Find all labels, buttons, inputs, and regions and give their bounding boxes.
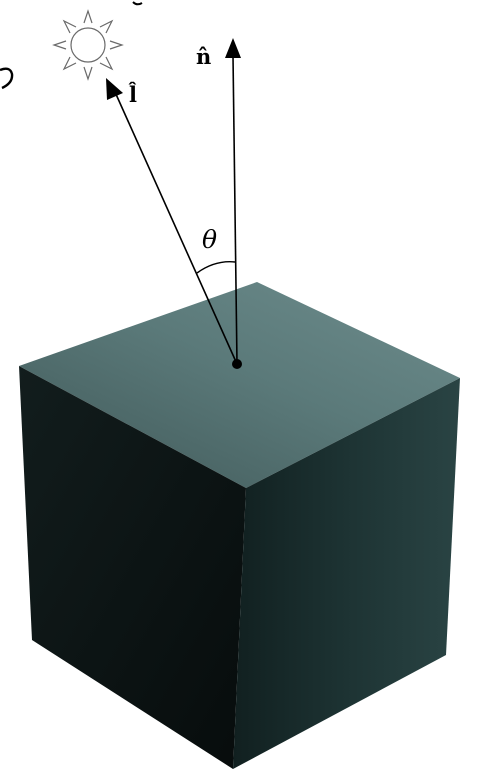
- light-vector-label: l̂: [128, 82, 137, 107]
- angle-arc: [197, 262, 235, 273]
- sun-icon: [54, 11, 122, 79]
- angle-label: θ: [202, 225, 217, 254]
- edge-mark: [0, 69, 12, 88]
- surface-point: [232, 359, 242, 369]
- normal-vector-label: n̂: [196, 44, 211, 69]
- cube: [19, 282, 460, 769]
- light-vector-arrowhead: [106, 78, 123, 100]
- cropped-mark: [133, 2, 142, 4]
- normal-vector-arrowhead: [225, 38, 241, 58]
